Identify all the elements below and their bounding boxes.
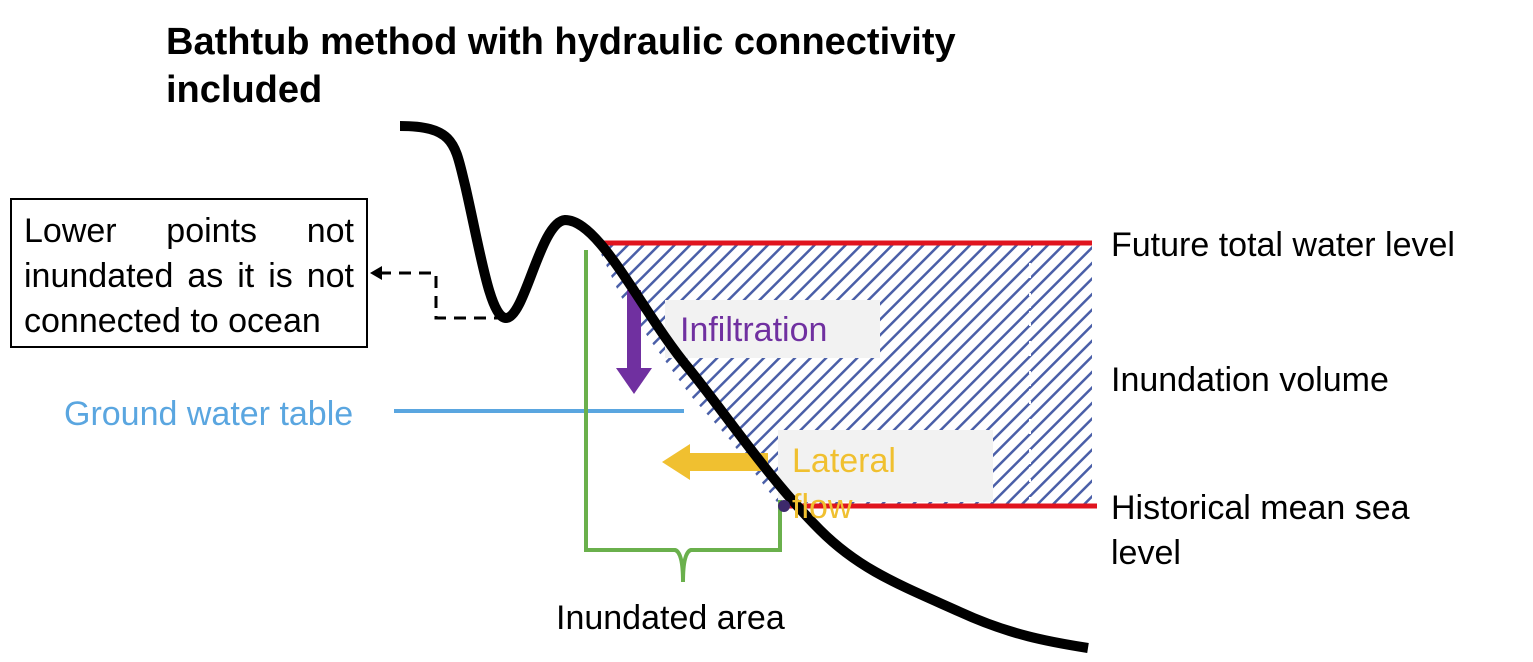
diagram-title: Bathtub method with hydraulic connectivi… [166,21,956,111]
lower-points-leader-arrowhead [370,266,382,280]
lateral-flow-arrow-head [662,444,690,480]
inundated-area-bracket [584,250,782,583]
infiltration-arrow-head [616,368,652,394]
lower-points-note-box [10,198,368,348]
infiltration-arrow-shaft [627,290,641,368]
historical-mean-sea-level-label: Historical mean sea level [1111,489,1410,572]
infiltration-label-box [665,300,880,358]
lateral-flow-arrow-shaft [690,453,768,471]
lateral-flow-label: Lateral flow [792,442,896,526]
inundated-area-label: Inundated area [556,599,785,637]
lower-points-leader-line [380,271,506,320]
future-total-water-level-label: Future total water level [1111,226,1455,264]
infiltration-label: Infiltration [680,311,828,349]
inundation-volume-label: Inundation volume [1111,361,1389,399]
terrain-profile-line [399,121,1089,653]
ground-water-table-label: Ground water table [64,395,354,433]
lower-points-note-text: Lower points not inundated as it is not … [24,212,354,340]
lateral-flow-label-box [778,430,993,502]
shoreline-point-marker [778,500,790,512]
